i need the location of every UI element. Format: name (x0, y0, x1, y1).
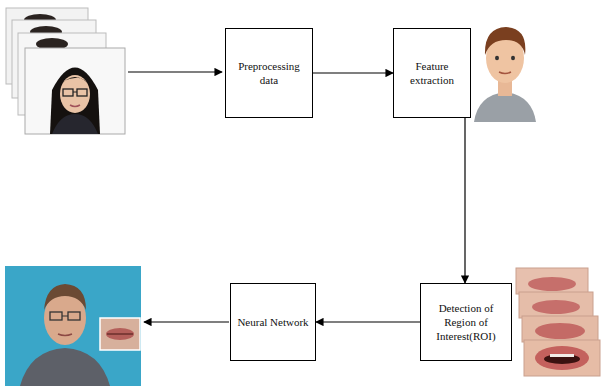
box-label: Preprocessing data (231, 59, 307, 88)
face-model (474, 27, 536, 122)
box-text: Preprocessing data (231, 59, 307, 88)
output-photo (5, 266, 141, 386)
flow-arrow (313, 72, 393, 73)
box-label: Detection of Region of Interest(ROI) (426, 301, 506, 344)
process-box: Feature extraction (393, 28, 471, 118)
process-box: Neural Network (230, 283, 316, 361)
box-label: Neural Network (237, 315, 308, 329)
process-box: Preprocessing data (225, 28, 313, 118)
box-label: Feature extraction (399, 59, 465, 88)
flow-arrow (464, 118, 465, 283)
box-text: Neural Network (237, 315, 308, 329)
roi-frames (516, 268, 600, 376)
input-frames (6, 8, 125, 134)
box-text: Detection of Region of Interest(ROI) (426, 301, 506, 344)
output-arrow (144, 321, 229, 322)
box-text: Feature extraction (399, 59, 465, 88)
process-box: Detection of Region of Interest(ROI) (420, 283, 512, 361)
input-arrow (128, 71, 222, 72)
flow-arrow (316, 321, 420, 322)
